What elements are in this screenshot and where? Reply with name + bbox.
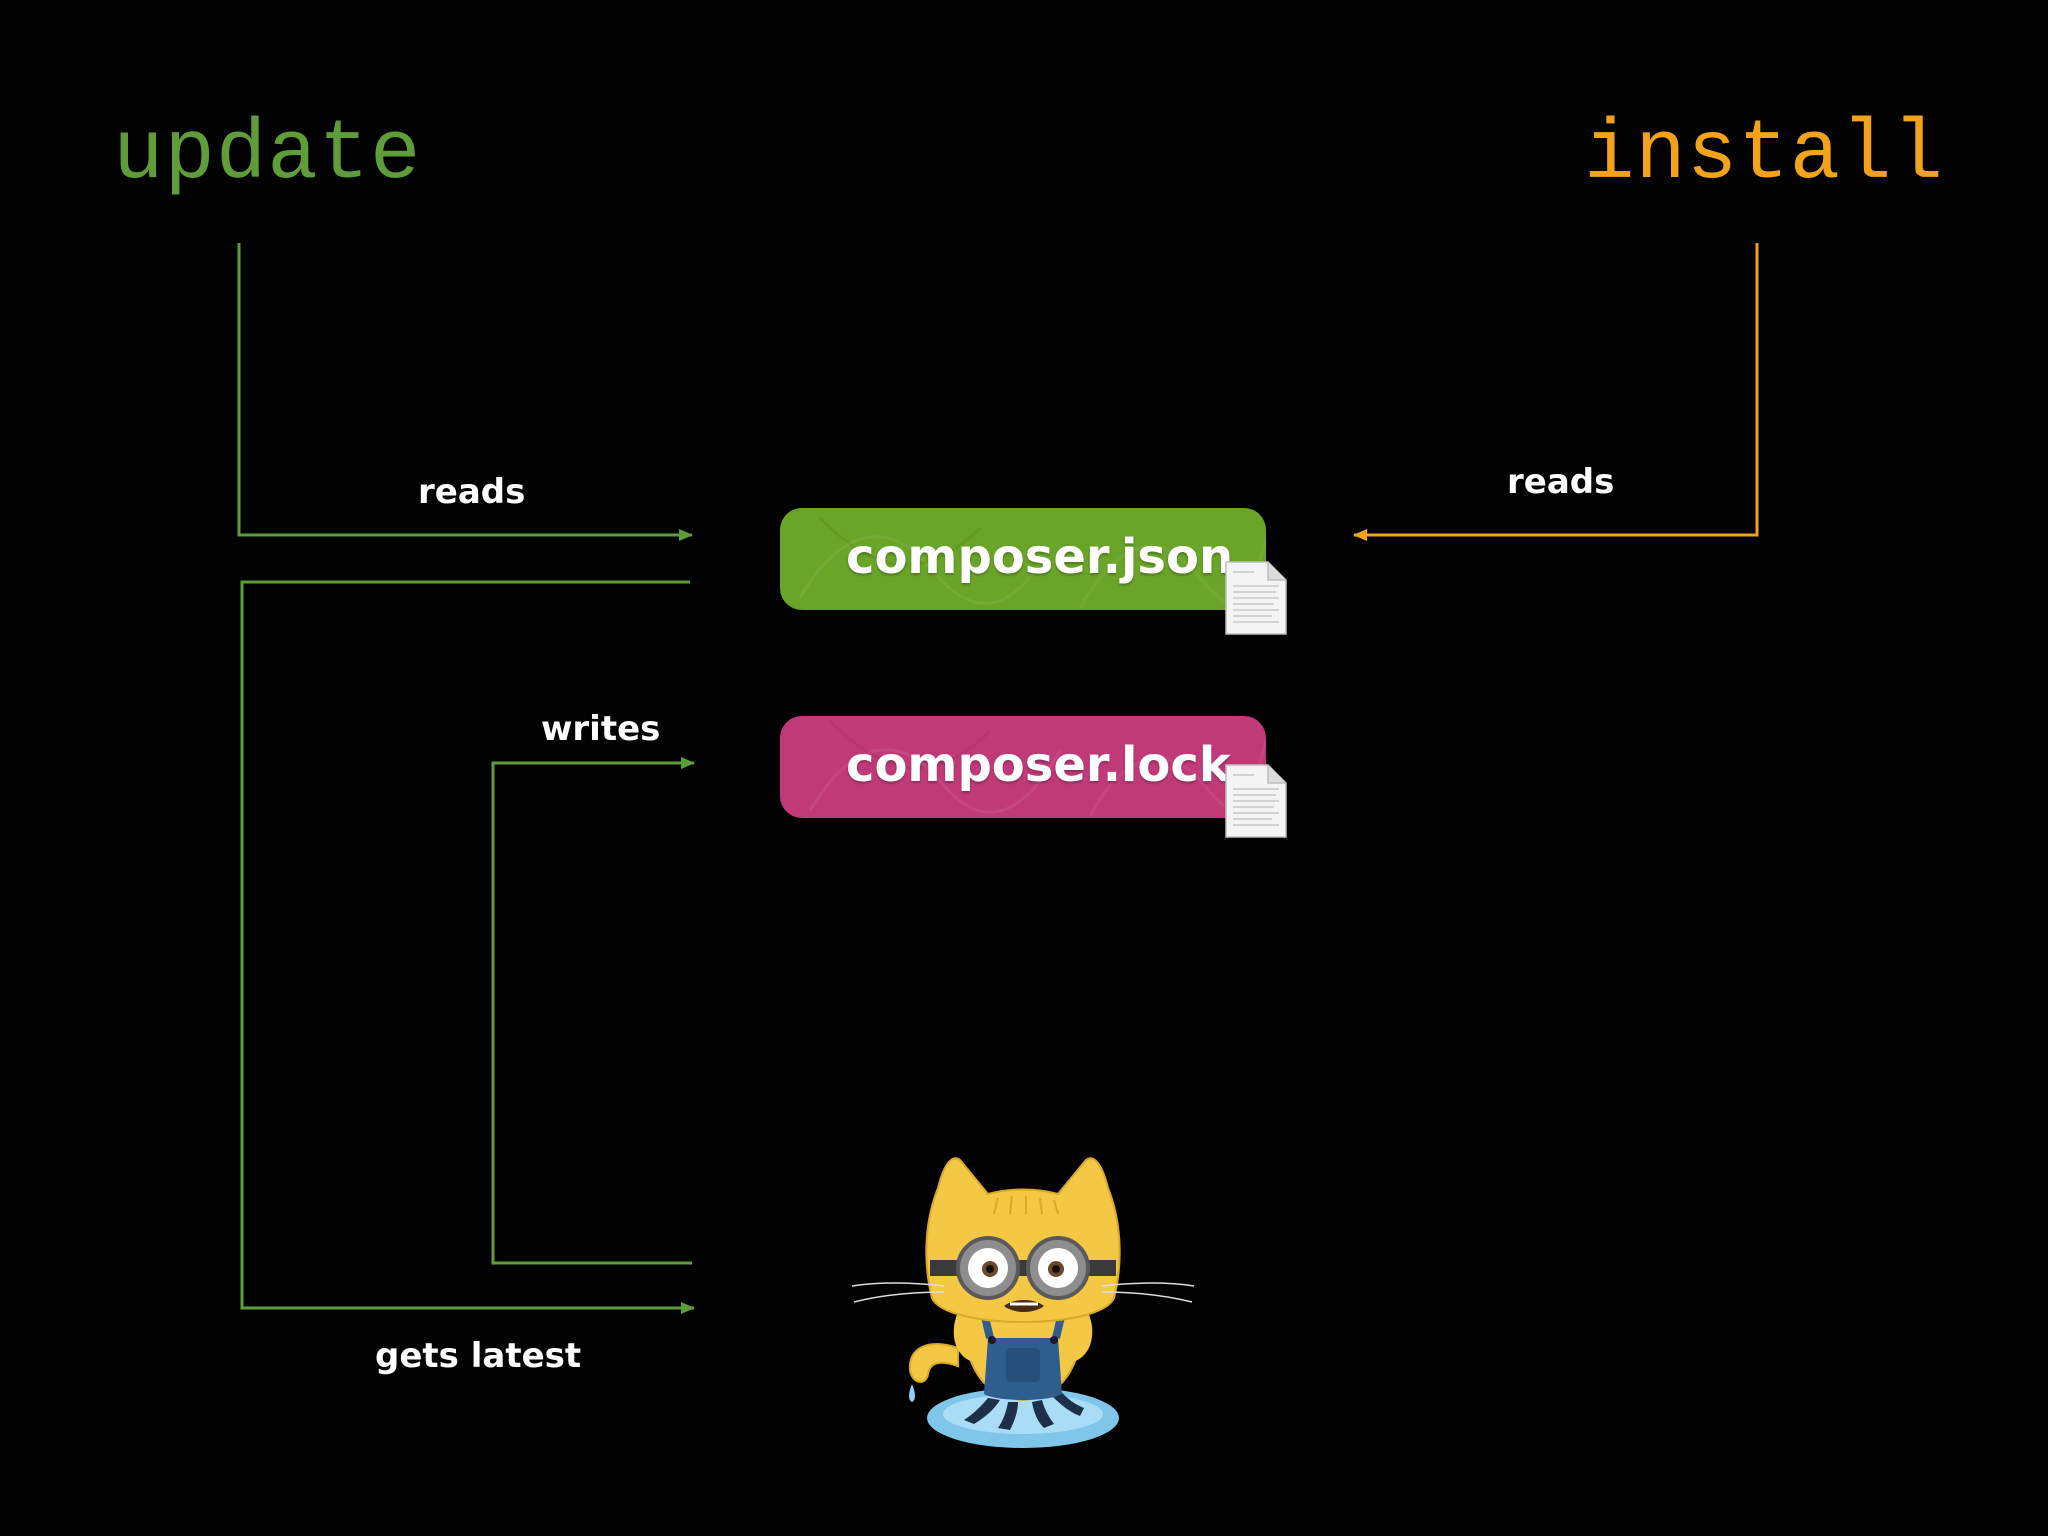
update-reads-label: reads bbox=[418, 472, 526, 512]
composer-lock-label: composer.lock bbox=[846, 737, 1231, 793]
writes-arrow bbox=[491, 757, 695, 1265]
install-reads-label: reads bbox=[1507, 462, 1615, 502]
gets-latest-arrow bbox=[240, 580, 695, 1314]
install-command: install bbox=[1584, 108, 1944, 203]
document-icon bbox=[1225, 561, 1287, 635]
octocat-minion-mascot bbox=[851, 1157, 1195, 1448]
update-command: update bbox=[113, 108, 422, 203]
install-reads-arrow bbox=[1353, 243, 1759, 541]
composer-lock-pill: composer.lock bbox=[780, 716, 1266, 818]
composer-json-label: composer.json bbox=[846, 529, 1234, 585]
gets-latest-label: gets latest bbox=[375, 1336, 582, 1376]
writes-label: writes bbox=[541, 709, 661, 749]
update-reads-arrow bbox=[237, 243, 693, 541]
document-icon bbox=[1225, 764, 1287, 838]
composer-json-pill: composer.json bbox=[780, 508, 1266, 610]
